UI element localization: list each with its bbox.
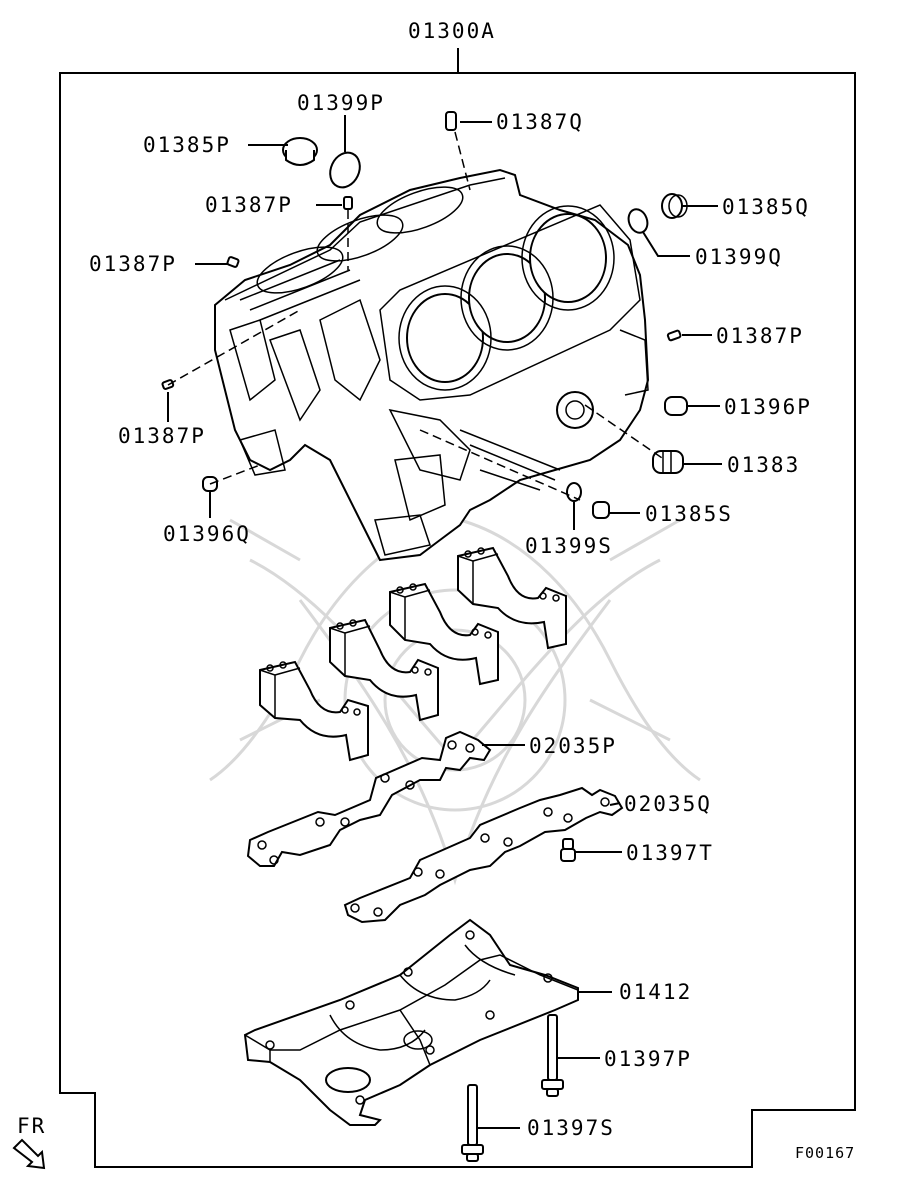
callout-01385p: 01385P [143, 133, 231, 157]
pin-01387p-right [666, 329, 682, 342]
plug-01385s [592, 501, 610, 519]
leader-lines [167, 115, 722, 1129]
assembly-label: 01300A [408, 19, 496, 43]
callout-01385s: 01385S [645, 502, 733, 526]
callout-labels: 01399P 01385P 01387Q 01387P 01387P 01385… [89, 91, 812, 1140]
callout-01387p-top: 01387P [205, 193, 293, 217]
callout-01399q: 01399Q [695, 245, 783, 269]
front-arrow-icon [12, 1138, 46, 1170]
bearing-caps [259, 546, 567, 762]
callout-01387p-left: 01387P [89, 252, 177, 276]
bolt-01397s [461, 1084, 484, 1162]
gasket-02035p [246, 730, 492, 867]
callout-02035q: 02035Q [624, 792, 712, 816]
bearing-cap-3 [389, 582, 499, 686]
callout-01387q: 01387Q [496, 110, 584, 134]
callout-01387p-right: 01387P [716, 324, 804, 348]
bolt-01397t [560, 838, 576, 862]
callout-01396q: 01396Q [163, 522, 251, 546]
gasket-01399q [627, 208, 649, 234]
figure-code: F00167 [795, 1144, 855, 1162]
callout-01396p: 01396P [724, 395, 812, 419]
assembly-lines [167, 131, 666, 501]
callout-01385q: 01385Q [722, 195, 810, 219]
gasket-01399s [566, 482, 582, 502]
bearing-cap-4 [457, 546, 567, 650]
bolt-01397p [541, 1014, 564, 1097]
sleeve-01396p [664, 396, 688, 416]
gasket-02035p-holes [257, 740, 475, 865]
callout-01397s: 01397S [527, 1116, 615, 1140]
diagram-frame [59, 48, 856, 1168]
bearing-cap-2 [329, 618, 439, 722]
callout-01399s: 01399S [525, 534, 613, 558]
pin-01387q [445, 111, 457, 131]
callout-01412: 01412 [619, 980, 692, 1004]
front-direction-indicator: FR [12, 1114, 46, 1170]
gasket-02035q-holes [350, 797, 610, 917]
callout-01399p: 01399P [297, 91, 385, 115]
cylinder-block [214, 168, 650, 562]
plug-01385p [282, 137, 318, 166]
bearing-beam-01412 [243, 918, 579, 1126]
pin-01387p-top [343, 196, 353, 210]
gasket-02035q [343, 786, 624, 924]
callout-01397t: 01397T [626, 841, 714, 865]
callout-01397p: 01397P [604, 1047, 692, 1071]
gasket-01399p [329, 151, 361, 189]
callout-01383: 01383 [727, 453, 800, 477]
direction-label: FR [17, 1114, 46, 1138]
pin-01387p-left [226, 256, 240, 268]
callout-02035p: 02035P [529, 734, 617, 758]
bearing-cap-1 [259, 660, 369, 762]
callout-01387p-lower: 01387P [118, 424, 206, 448]
